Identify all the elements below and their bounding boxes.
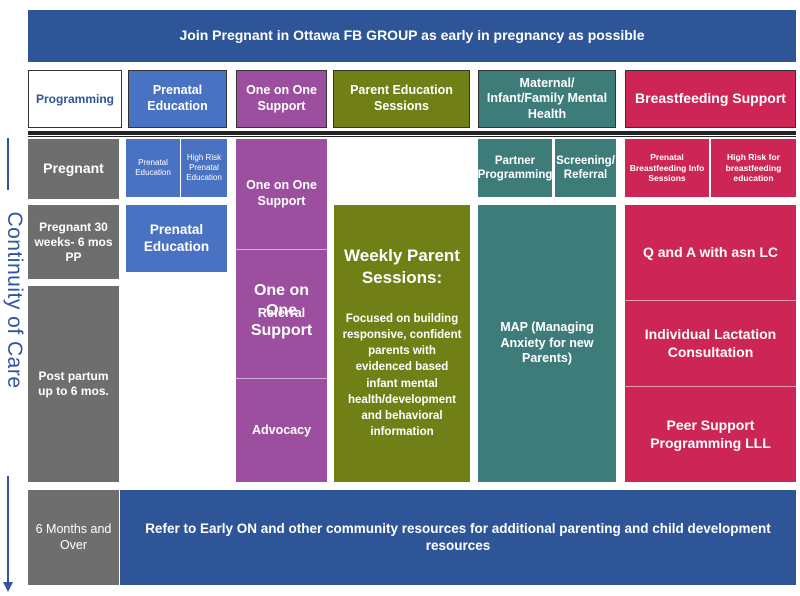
header-separator-thin [28,136,796,137]
breastfeeding-divider-2 [625,386,796,387]
breastfeeding-divider-1 [625,300,796,301]
row-label-six-months: 6 Months and Over [28,490,119,585]
early-on-referral-footer: Refer to Early ON and other community re… [120,490,796,585]
header-programming: Programming [28,70,122,128]
row-label-postpartum: Post partum up to 6 mos. [28,286,119,482]
one-on-one-support-label: One on One Support [246,178,317,208]
continuity-bottom-line [7,476,9,584]
weekly-parent-sessions: Weekly Parent Sessions: Focused on build… [334,205,470,482]
high-risk-prenatal-education: High Risk Prenatal Education [181,139,227,197]
one-on-one-divider-1 [236,249,327,250]
prenatal-breastfeeding-info: Prenatal Breastfeeding Info Sessions [625,139,709,197]
fb-group-banner: Join Pregnant in Ottawa FB GROUP as earl… [28,10,796,62]
one-on-one-divider-2 [236,378,327,379]
partner-programming: Partner Programming [478,139,552,197]
prenatal-education-main: Prenatal Education [126,205,227,272]
header-breastfeeding-support: Breastfeeding Support [625,70,796,128]
row-label-pregnant: Pregnant [28,139,119,199]
continuity-arrow-icon [3,582,13,592]
individual-lactation-consultation: Individual Lactation Consultation [644,326,777,360]
weekly-parent-sessions-title: Weekly Parent Sessions: [344,246,460,288]
breastfeeding-main-cell [625,205,796,482]
peer-support-programming: Peer Support Programming LLL [650,417,771,451]
row-label-pregnant-30-weeks: Pregnant 30 weeks- 6 mos PP [28,205,119,279]
one-on-one-support-cell: One on One Support [236,139,327,482]
continuity-top-line [7,138,9,190]
continuity-of-care-label: Continuity of Care [3,211,26,389]
header-prenatal-education: Prenatal Education [128,70,227,128]
advocacy-label: Advocacy [251,422,312,437]
header-parent-education-sessions: Parent Education Sessions [333,70,470,128]
header-one-on-one-support: One on One Support [236,70,327,128]
high-risk-breastfeeding: High Risk for breastfeeding education [711,139,796,197]
screening-referral: Screening/ Referral [555,139,616,197]
weekly-parent-sessions-body: Focused on building responsive, confiden… [342,313,462,438]
prenatal-education-small: Prenatal Education [126,139,180,197]
q-and-a-lc: Q and A with asn LC [642,243,779,260]
header-mental-health: Maternal/ Infant/Family Mental Health [478,70,616,128]
referral-label: Referral [257,306,306,321]
map-program: MAP (Managing Anxiety for new Parents) [478,205,616,482]
header-separator-thick [28,131,796,135]
